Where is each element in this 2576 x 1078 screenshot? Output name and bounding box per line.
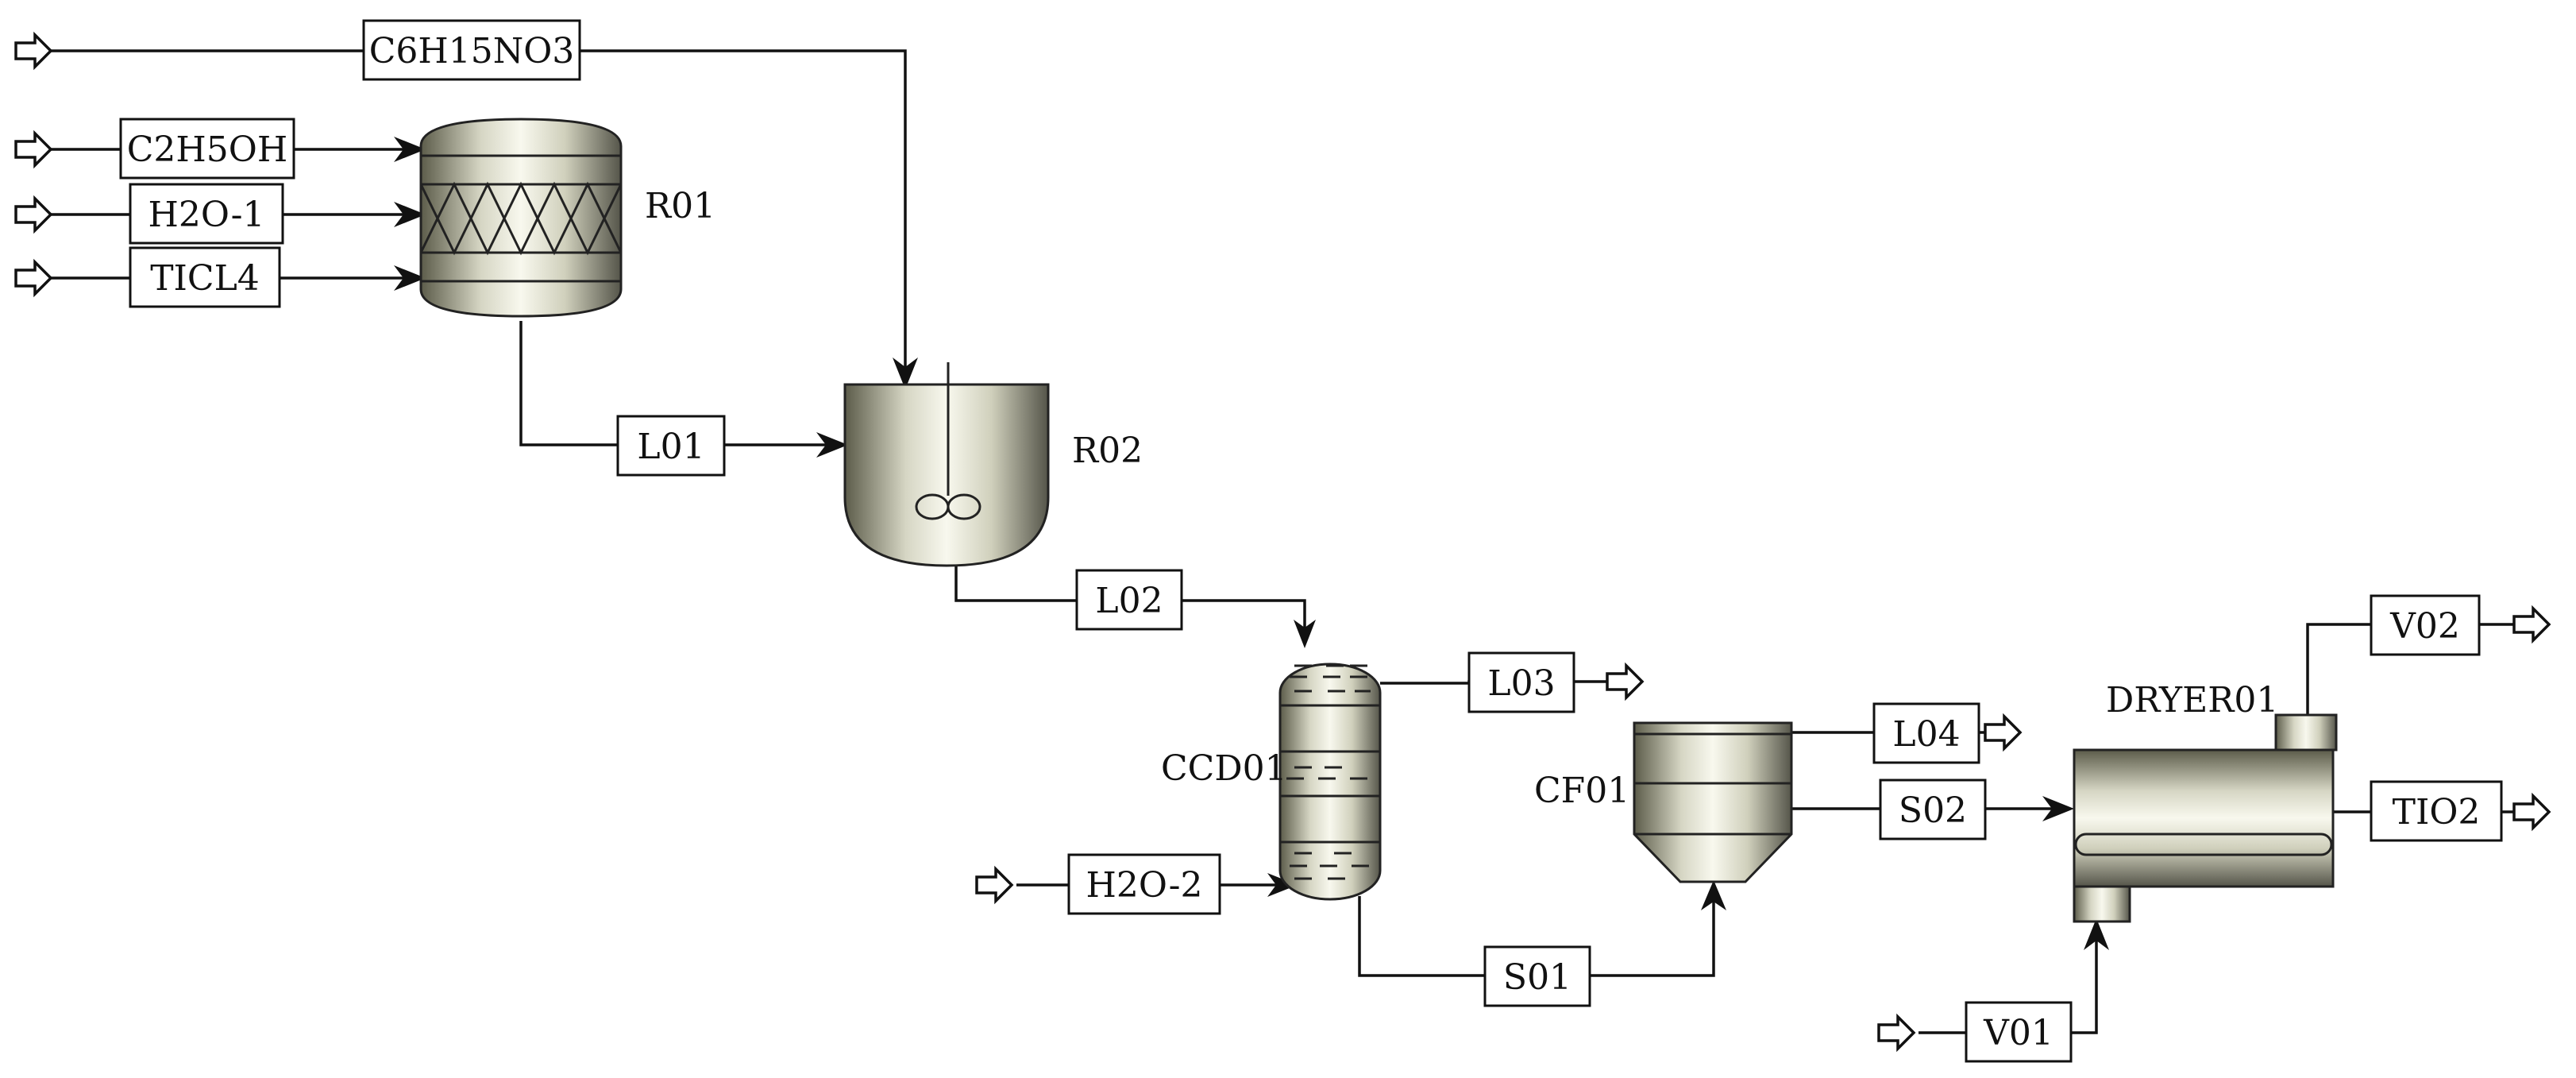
stream-label-l04: L04: [1892, 714, 1960, 755]
stream-tag-l04[interactable]: L04: [1872, 702, 1980, 764]
stream-label-ticl4: TICL4: [150, 258, 260, 299]
arrowhead-c2h5oh: [394, 137, 426, 162]
stream-tag-l02[interactable]: L02: [1075, 569, 1183, 631]
r02-impeller-right: [947, 493, 981, 520]
arrowhead-s02: [2042, 796, 2074, 821]
stream-tag-l03[interactable]: L03: [1467, 651, 1575, 713]
stream-tag-s02[interactable]: S02: [1879, 779, 1987, 840]
unit-ccd01[interactable]: [1278, 663, 1382, 901]
stream-label-c6h15no3: C6H15NO3: [369, 31, 575, 71]
stream-tag-ticl4[interactable]: TICL4: [129, 246, 281, 308]
stream-tag-c6h15no3[interactable]: C6H15NO3: [362, 19, 581, 81]
arrowhead-h2o-2: [1267, 873, 1298, 897]
stream-tag-h2o-1[interactable]: H2O-1: [129, 183, 284, 245]
ports: [14, 31, 2551, 1053]
product-port-l04[interactable]: [1984, 713, 2023, 752]
stream-label-l01: L01: [637, 427, 704, 467]
stream-tag-tio2[interactable]: TIO2: [2370, 780, 2503, 842]
arrowhead-l02: [1294, 620, 1316, 648]
unit-r02[interactable]: [843, 362, 1050, 567]
arrowhead-ticl4: [394, 265, 426, 291]
cf01-vessel: [1633, 721, 1793, 883]
dryer01-bottom-nozzle: [2073, 885, 2131, 923]
stream-label-tio2: TIO2: [2393, 792, 2481, 833]
feed-port-c6h15no3[interactable]: [14, 31, 53, 71]
ccd01-vessel: [1278, 663, 1382, 901]
stream-label-s01: S01: [1503, 957, 1571, 998]
r01-vessel: [419, 118, 623, 318]
product-port-v02[interactable]: [2512, 605, 2551, 644]
stream-label-h2o-2: H2O-2: [1086, 865, 1203, 906]
label-r02: R02: [1072, 431, 1143, 471]
unit-labels: R01 R02 CCD01 CF01 DRYER01: [645, 186, 2278, 811]
stream-tag-v02[interactable]: V02: [2370, 594, 2481, 656]
feed-port-c2h5oh[interactable]: [14, 129, 53, 169]
label-r01: R01: [645, 186, 715, 226]
stream-line-c6h15no3[interactable]: [48, 49, 907, 372]
arrowhead-v01: [2084, 918, 2109, 950]
product-port-l03[interactable]: [1606, 662, 1645, 701]
feed-port-h2o-2[interactable]: [975, 865, 1014, 905]
dryer01-top-nozzle: [2274, 713, 2338, 752]
stream-label-v01: V01: [1983, 1013, 2053, 1053]
stream-label-s02: S02: [1899, 790, 1967, 831]
unit-dryer01[interactable]: [2073, 713, 2338, 923]
stream-labels: C6H15NO3 C2H5OH H2O-1 TICL4 L01 L02 L03: [119, 19, 2503, 1063]
stream-label-h2o-1: H2O-1: [148, 195, 265, 235]
stream-tag-h2o-2[interactable]: H2O-2: [1067, 853, 1221, 915]
arrowheads: [394, 137, 2109, 950]
label-cf01: CF01: [1534, 771, 1629, 811]
feed-port-ticl4[interactable]: [14, 258, 53, 298]
stream-label-v02: V02: [2389, 606, 2460, 647]
stream-line-l01[interactable]: [519, 321, 832, 446]
stream-label-l03: L03: [1487, 663, 1555, 704]
label-dryer01: DRYER01: [2106, 680, 2278, 721]
stream-label-c2h5oh: C2H5OH: [127, 129, 287, 170]
product-port-tio2[interactable]: [2512, 792, 2551, 832]
dryer01-belt: [2074, 833, 2333, 856]
ccd01-trays: [1286, 664, 1371, 880]
arrowhead-c6h15no3: [893, 357, 918, 389]
stream-tag-s01[interactable]: S01: [1483, 945, 1591, 1007]
unit-r01[interactable]: [419, 118, 623, 318]
feed-port-h2o-1[interactable]: [14, 195, 53, 234]
arrowhead-l01: [816, 432, 848, 458]
label-ccd01: CCD01: [1161, 748, 1287, 789]
r02-vessel: [843, 383, 1050, 567]
stream-label-l02: L02: [1095, 581, 1163, 621]
unit-cf01[interactable]: [1633, 721, 1793, 883]
r01-packing: [419, 181, 623, 256]
stream-tag-l01[interactable]: L01: [616, 415, 726, 477]
stream-tag-c2h5oh[interactable]: C2H5OH: [119, 118, 295, 180]
arrowhead-h2o-1: [394, 202, 426, 227]
stream-tag-v01[interactable]: V01: [1965, 1001, 2073, 1063]
feed-port-v01[interactable]: [1877, 1013, 1916, 1053]
arrowhead-s01: [1701, 880, 1726, 910]
dryer01-body: [2073, 748, 2335, 888]
